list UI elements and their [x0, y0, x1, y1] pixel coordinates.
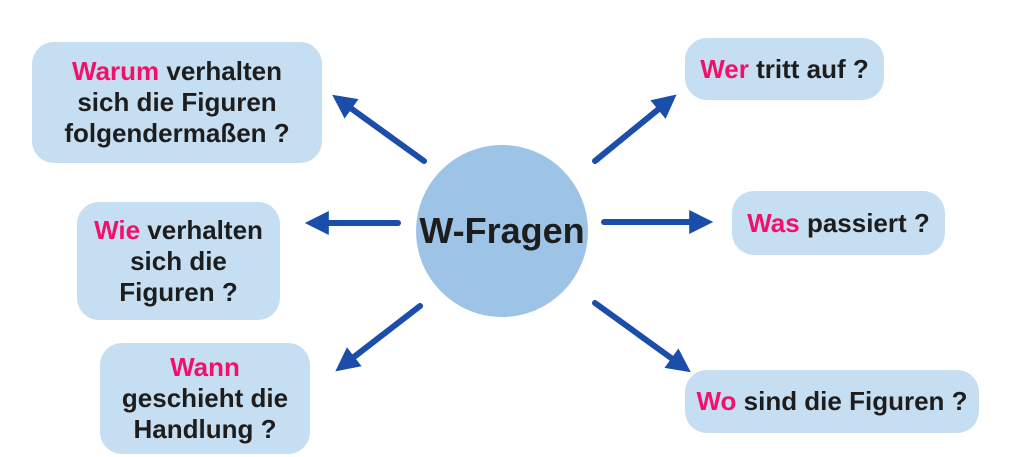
highlight-word: Was [747, 207, 800, 238]
node-wer: Wer tritt auf ? [685, 38, 884, 100]
center-label: W-Fragen [419, 210, 585, 251]
label-text: sich die [130, 245, 227, 276]
highlight-word: Wann [170, 352, 240, 382]
label-text: verhalten [140, 214, 263, 245]
highlight-word: Wo [696, 386, 737, 416]
label-text: Handlung ? [133, 414, 277, 444]
node-line: sich die Figuren [77, 87, 276, 118]
node-wann: Wann geschieht die Handlung ? [100, 343, 310, 454]
node-line: Wann [170, 352, 240, 383]
highlight-word: Warum [72, 56, 160, 86]
label-text: sich die Figuren [77, 87, 277, 117]
node-line: Was passiert ? [747, 208, 930, 239]
node-line: Handlung ? [134, 414, 277, 445]
highlight-word: Wie [94, 214, 141, 245]
arrow-to-wo [592, 300, 691, 373]
highlight-word: Wer [700, 53, 749, 84]
label-text: sind die Figuren ? [736, 386, 968, 416]
node-line: Wie verhalten [94, 215, 263, 246]
label-text: folgendermaßen ? [64, 118, 290, 148]
label-text: geschieht die [121, 383, 289, 413]
node-wo: Wo sind die Figuren ? [685, 370, 979, 433]
center-node: W-Fragen [416, 145, 588, 317]
node-line: Figuren ? [119, 277, 237, 308]
node-line: folgendermaßen ? [64, 118, 289, 149]
label-text: Figuren ? [119, 276, 238, 307]
node-line: sich die [130, 246, 227, 277]
node-warum: Warum verhalten sich die Figuren folgend… [32, 42, 322, 163]
arrow-to-wer [592, 94, 677, 164]
node-line: geschieht die [122, 383, 288, 414]
node-line: Wo sind die Figuren ? [696, 386, 967, 417]
arrow-to-warum [332, 94, 427, 164]
node-was: Was passiert ? [732, 191, 945, 255]
arrow-to-wann [335, 303, 423, 372]
label-text: verhalten [159, 56, 282, 86]
node-line: Wer tritt auf ? [700, 54, 869, 85]
label-text: tritt auf ? [748, 53, 869, 84]
node-wie: Wie verhalten sich die Figuren ? [77, 202, 280, 320]
label-text: passiert ? [799, 207, 930, 238]
node-line: Warum verhalten [72, 56, 282, 87]
